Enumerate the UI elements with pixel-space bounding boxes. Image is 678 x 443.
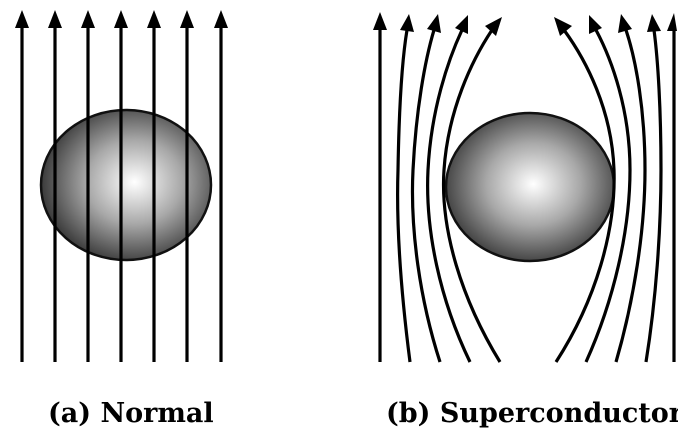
field-line (373, 12, 387, 362)
panel-superconductor (373, 12, 677, 362)
superconductor-sphere (446, 113, 614, 261)
caption-normal: (a) Normal (48, 398, 214, 430)
field-line (646, 14, 661, 362)
field-line (667, 13, 677, 362)
caption-superconductor: (b) Superconductor (386, 398, 678, 430)
field-line (214, 10, 228, 362)
field-line (15, 10, 29, 362)
panel-normal (15, 10, 228, 362)
